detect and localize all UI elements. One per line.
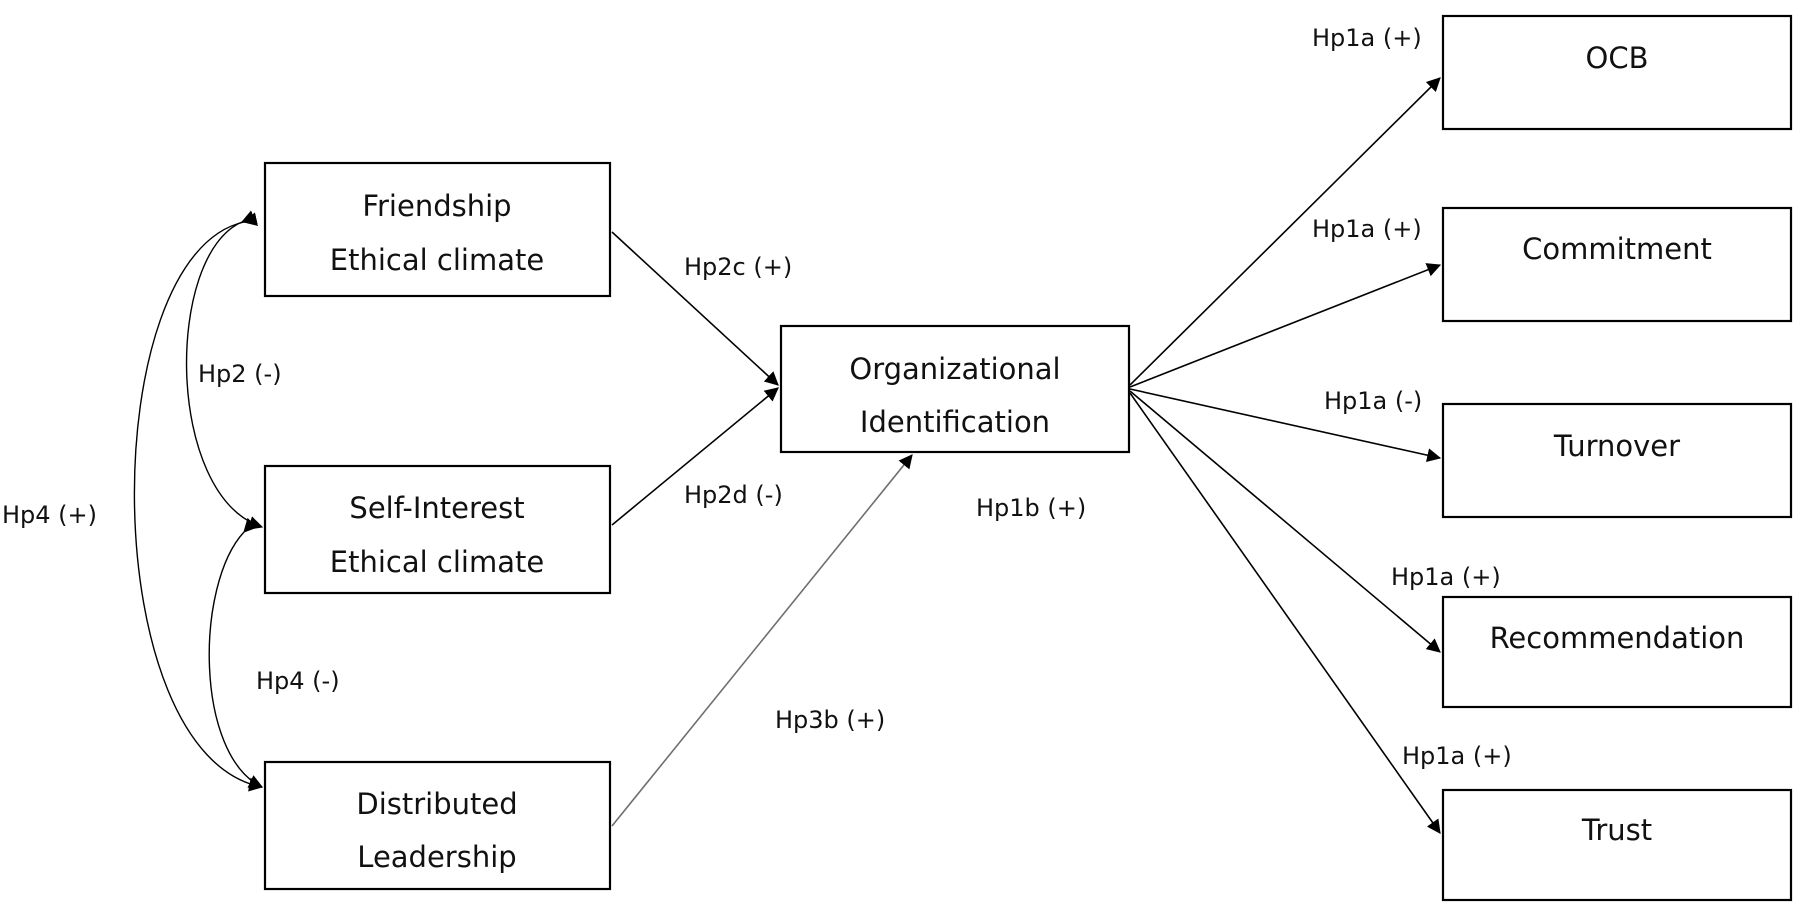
label-hp3b: Hp3b (+) [775, 706, 885, 734]
label-hp1a-turnover: Hp1a (-) [1324, 387, 1422, 415]
node-friendship-line1: Friendship [362, 189, 511, 223]
label-hp2: Hp2 (-) [198, 360, 282, 388]
node-identification-line2: Identification [860, 405, 1050, 439]
node-self-interest-line1: Self-Interest [349, 491, 524, 525]
node-turnover-label: Turnover [1553, 429, 1680, 463]
edge-identification-to-commitment [1129, 263, 1442, 388]
node-distributed-leadership: Distributed Leadership [263, 760, 612, 891]
label-hp1a-trust: Hp1a (+) [1402, 742, 1512, 770]
node-self-interest-line2: Ethical climate [330, 545, 544, 579]
node-self-interest-ethical-climate: Self-Interest Ethical climate [263, 464, 612, 595]
node-trust-label: Trust [1581, 813, 1652, 847]
node-turnover: Turnover [1441, 402, 1793, 519]
curve-self-interest-leadership [208, 517, 264, 788]
label-hp1b: Hp1b (+) [976, 494, 1086, 522]
node-commitment-label: Commitment [1522, 232, 1712, 266]
node-friendship-ethical-climate: Friendship Ethical climate [263, 161, 612, 298]
node-ocb-label: OCB [1586, 41, 1649, 75]
label-hp1a-recommendation: Hp1a (+) [1391, 563, 1501, 591]
edge-identification-to-recommendation [1129, 390, 1441, 653]
node-distributed-line2: Leadership [357, 840, 516, 874]
label-hp2d: Hp2d (-) [684, 481, 783, 509]
edge-identification-to-trust [1129, 392, 1441, 834]
edge-identification-to-ocb [1129, 77, 1441, 386]
edge-friendship-to-identification [611, 231, 779, 386]
curve-friendship-self-interest [185, 210, 264, 530]
label-hp2c: Hp2c (+) [684, 253, 792, 281]
label-hp1a-commitment: Hp1a (+) [1312, 215, 1422, 243]
curve-friendship-leadership [133, 212, 264, 792]
node-trust: Trust [1441, 788, 1793, 902]
node-commitment: Commitment [1441, 206, 1793, 323]
label-hp4-positive: Hp4 (+) [2, 501, 97, 529]
edge-identification-to-turnover [1129, 388, 1442, 463]
label-hp4-negative: Hp4 (-) [256, 667, 340, 695]
edge-self-interest-to-identification [611, 387, 779, 526]
node-friendship-line2: Ethical climate [330, 243, 544, 277]
node-identification-line1: Organizational [849, 352, 1060, 386]
node-ocb: OCB [1441, 14, 1793, 131]
node-recommendation-label: Recommendation [1490, 621, 1745, 655]
node-organizational-identification: Organizational Identification [779, 324, 1131, 454]
label-hp1a-ocb: Hp1a (+) [1312, 24, 1422, 52]
edge-leadership-to-identification [611, 454, 913, 827]
node-distributed-line1: Distributed [356, 787, 517, 821]
node-recommendation: Recommendation [1441, 595, 1793, 709]
